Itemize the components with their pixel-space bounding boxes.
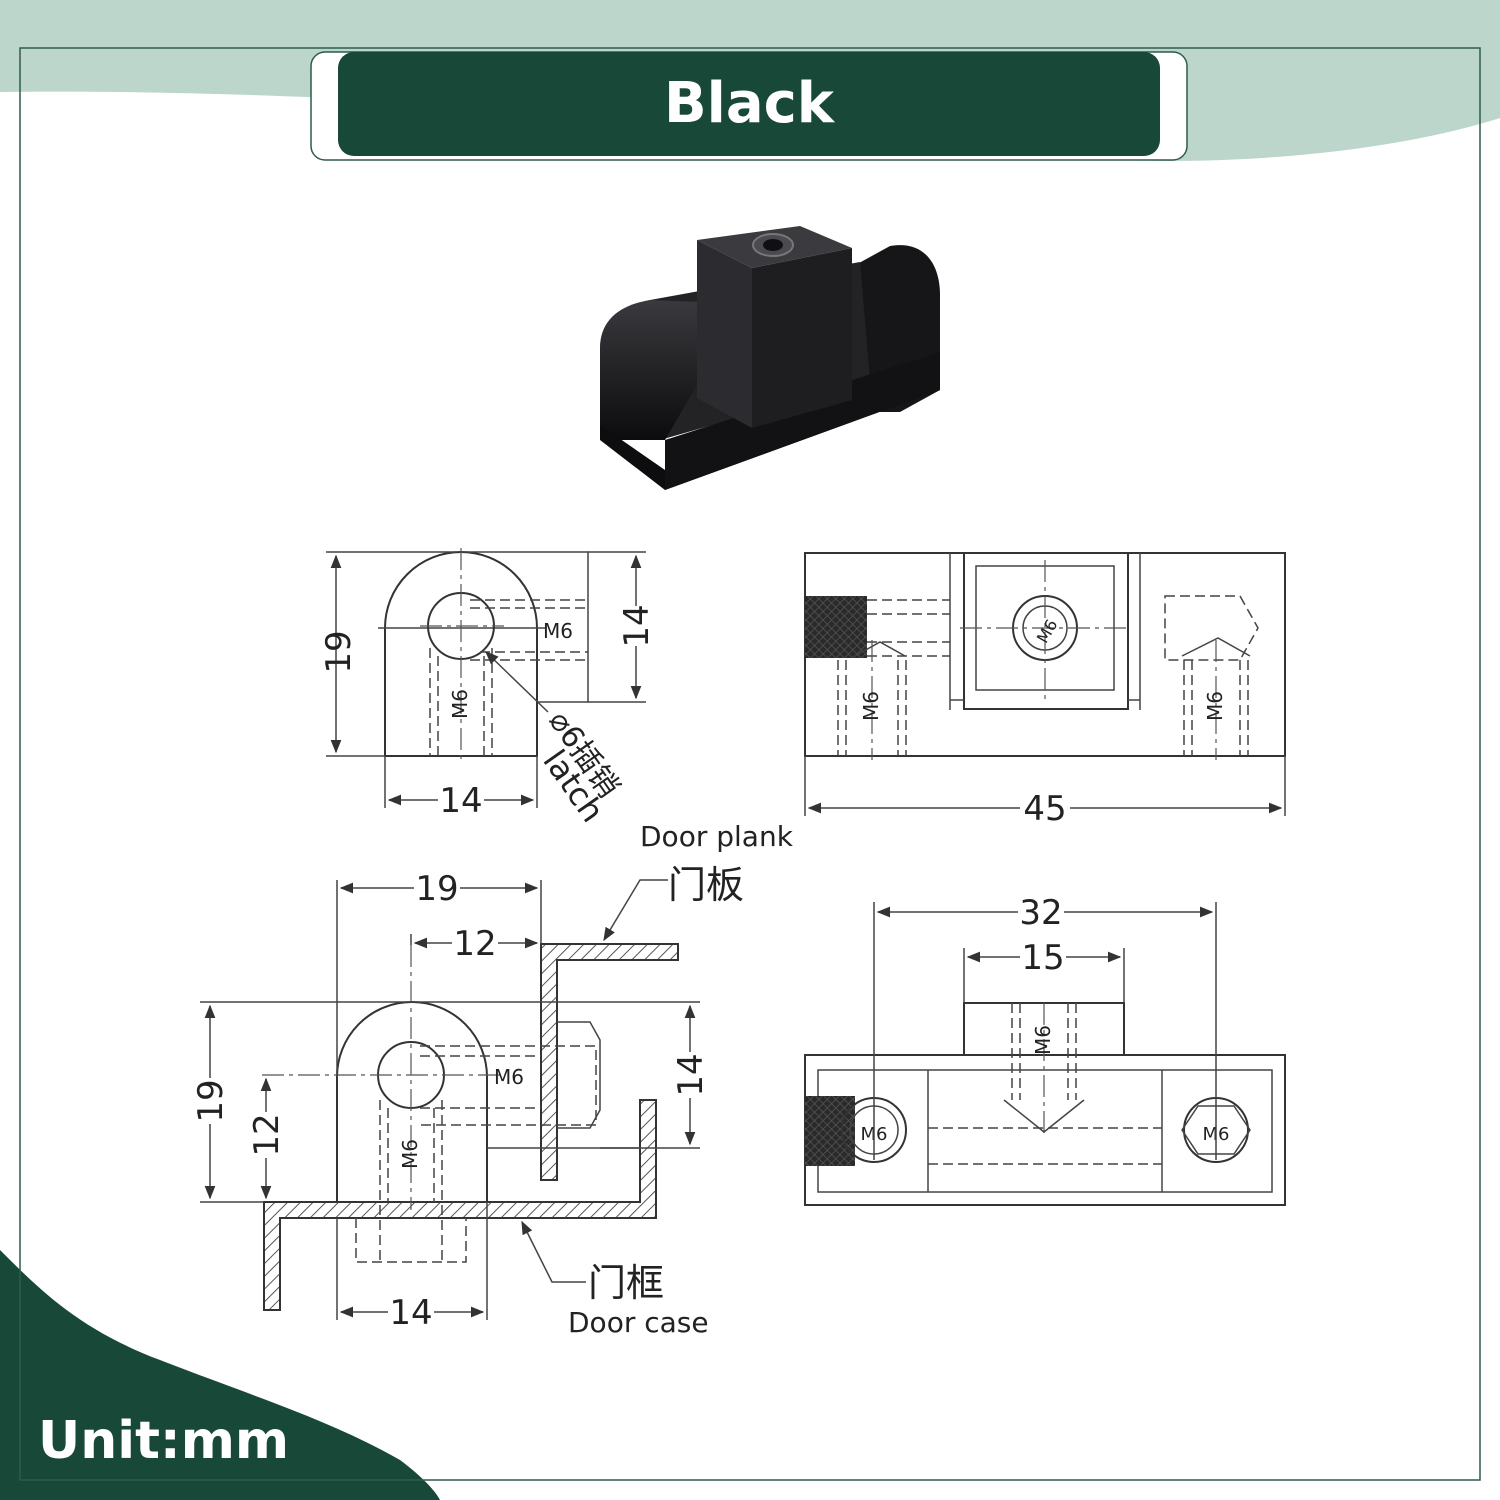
install-thread-bottom-label: M6 bbox=[398, 1139, 422, 1169]
installation-drawing: M6 M6 19 12 19 12 14 bbox=[191, 820, 794, 1339]
top-length-label: 45 bbox=[1023, 789, 1066, 829]
front-height-label: 19 bbox=[319, 630, 359, 673]
door-plank-en-label: Door plank bbox=[640, 820, 794, 853]
product-image bbox=[600, 226, 940, 490]
hinge-left-barrel bbox=[600, 300, 712, 440]
install-pin-height-label: 12 bbox=[247, 1113, 287, 1156]
top-right-thread-label: M6 bbox=[1203, 691, 1227, 721]
front-thread-bottom-label: M6 bbox=[448, 689, 472, 719]
hinge-block-front bbox=[752, 248, 852, 428]
corner-wave bbox=[0, 1250, 440, 1500]
title-banner: Black bbox=[310, 51, 1188, 161]
front-right-height-label: 14 bbox=[617, 604, 657, 647]
top-view-drawing: M6 M6 M6 45 bbox=[804, 552, 1286, 829]
front-thread-right-label: M6 bbox=[543, 619, 573, 643]
title-text: Black bbox=[664, 71, 836, 136]
bottom-view-drawing: M6 M6 M6 32 15 bbox=[804, 893, 1286, 1206]
top-center-thread-label: M6 bbox=[1033, 616, 1061, 646]
front-width-label: 14 bbox=[439, 781, 482, 821]
door-case bbox=[263, 1099, 657, 1311]
install-right-height-label: 14 bbox=[671, 1053, 711, 1096]
frame-border bbox=[19, 47, 1481, 1481]
bottom-overall-label: 32 bbox=[1019, 893, 1062, 933]
bottom-center-label: 15 bbox=[1021, 938, 1064, 978]
front-view-drawing: M6 M6 19 14 14 ⌀6插销 latch bbox=[319, 548, 657, 829]
door-plank bbox=[540, 943, 679, 1181]
install-width-label: 19 bbox=[415, 869, 458, 909]
install-base-width-label: 14 bbox=[389, 1293, 432, 1333]
install-height-label: 19 bbox=[191, 1079, 231, 1122]
bottom-left-knurl bbox=[805, 1096, 855, 1166]
door-plank-cn-label: 门板 bbox=[668, 863, 744, 907]
hinge-front-slab bbox=[665, 352, 940, 490]
install-offset-label: 12 bbox=[453, 924, 496, 964]
install-thread-right-label: M6 bbox=[494, 1065, 524, 1089]
left-knurl bbox=[805, 596, 867, 658]
top-left-thread-label: M6 bbox=[859, 691, 883, 721]
door-case-en-label: Door case bbox=[568, 1306, 709, 1339]
hinge-block-left bbox=[697, 240, 752, 428]
bottom-center-thread-label: M6 bbox=[1031, 1025, 1055, 1055]
title-banner-fill bbox=[338, 52, 1160, 156]
door-case-cn-label: 门框 bbox=[588, 1261, 664, 1305]
unit-label: Unit:mm bbox=[38, 1411, 289, 1471]
